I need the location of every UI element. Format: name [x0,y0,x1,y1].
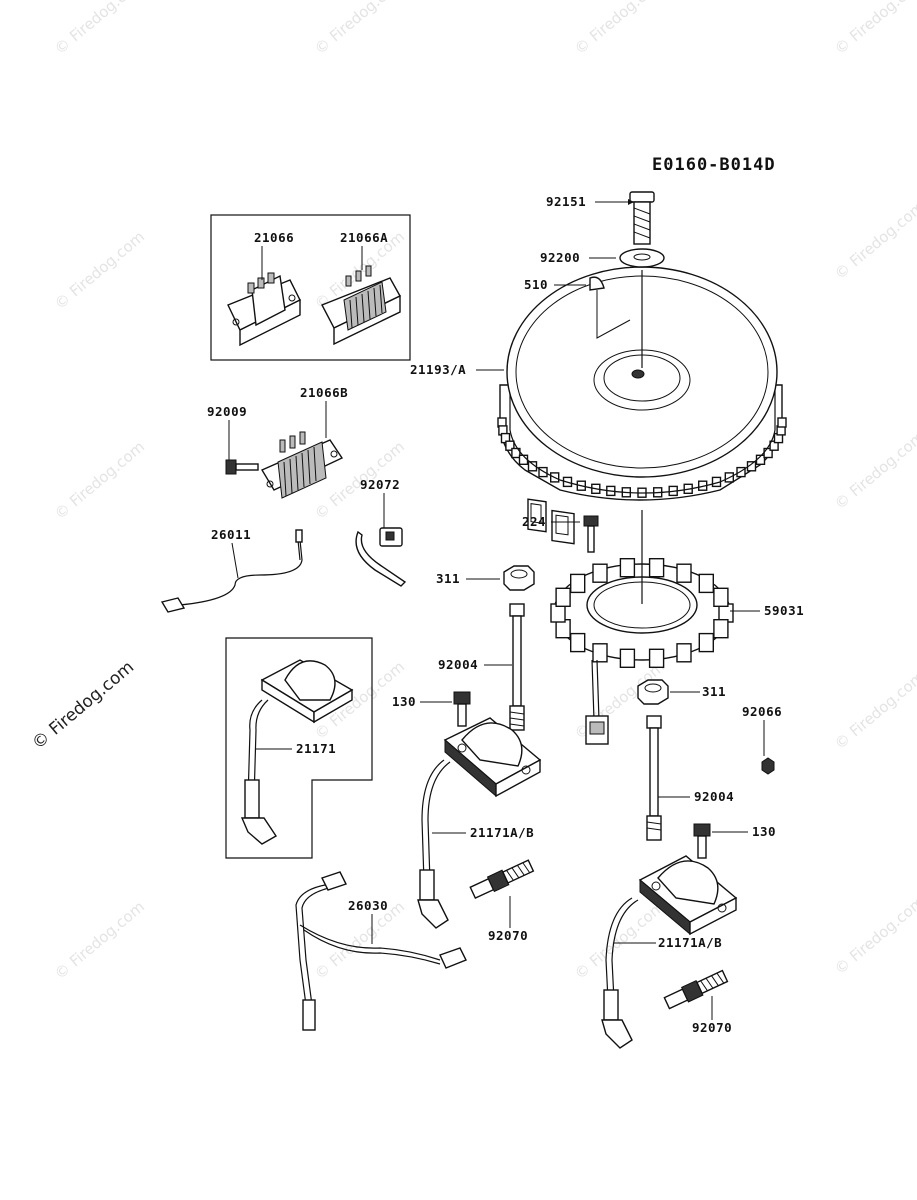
spark-plug-92070-left [469,859,535,900]
label-130-right: 130 [752,824,776,839]
label-92004-right: 92004 [694,789,734,804]
label-92070-right: 92070 [692,1020,732,1035]
stator-pole [619,648,636,668]
wire-clamp-92072 [355,527,407,587]
screw-130-right [693,823,711,859]
watermark-text: © Firedog.com [831,893,917,978]
gear-tooth [505,440,515,451]
label-21066A: 21066A [340,230,388,245]
stator-pole [676,643,692,663]
gear-tooth [538,466,548,478]
nut-311-upper [503,565,535,591]
label-26011: 26011 [211,527,251,542]
gear-tooth [777,417,787,428]
label-26030: 26030 [348,898,388,913]
watermark-text: © Firedog.com [831,428,917,513]
stator-pole [713,587,729,607]
spark-plug-92070-right [663,969,729,1010]
regulator-options-box [210,214,411,361]
watermark-text: © Firedog.com [831,198,917,283]
label-21171AB-left: 21171A/B [470,825,534,840]
nut-92066 [761,757,775,775]
stator-poles [550,558,734,668]
label-92072: 92072 [360,477,400,492]
label-311-upper: 311 [436,571,460,586]
ignition-coil-box [225,637,373,859]
watermark-text: © Firedog.com [831,668,917,753]
label-92151: 92151 [546,194,586,209]
ignition-coil-21171 [240,659,354,845]
stator-pole [698,573,714,594]
stud-92004-left [509,603,525,731]
regulator-21066A [321,265,401,346]
diagram-code: E0160-B014D [652,155,776,175]
part-labels: 92151 92200 510 21193/A 21066 21066A 210… [207,194,804,1035]
watermark-text: © Firedog.com [51,0,148,58]
watermark-main: © Firedog.com [28,657,138,754]
watermark-text: © Firedog.com [571,0,668,58]
label-21066B: 21066B [300,385,348,400]
regulator-21066B [260,431,344,499]
gear-tooth [511,447,521,459]
label-510: 510 [524,277,548,292]
stator-pole [570,573,586,594]
screw-92009 [225,459,259,475]
stator-pole [592,563,608,583]
nut-311-lower [637,679,669,705]
stud-92004-right [646,715,662,841]
label-92009: 92009 [207,404,247,419]
label-21171AB-right: 21171A/B [658,935,722,950]
gear-tooth [736,466,746,478]
label-92004-left: 92004 [438,657,478,672]
label-21193A: 21193/A [410,362,466,377]
stator-pole [713,619,729,639]
stator-pole [619,558,636,578]
stator-pole [676,563,692,583]
watermark-text: © Firedog.com [51,898,148,983]
label-59031: 59031 [764,603,804,618]
screw-130-left [453,691,471,727]
stator [550,510,734,668]
label-311-lower: 311 [702,684,726,699]
screw-224 [583,515,599,553]
stator-pole [648,558,665,578]
flywheel-bolt [629,191,655,245]
watermark-text: © Firedog.com [831,0,917,58]
watermark-text: © Firedog.com [51,228,148,313]
stator-pole [555,587,571,607]
label-21171: 21171 [296,741,336,756]
ignition-coil-21171AB-right [601,855,738,1049]
label-224: 224 [522,514,546,529]
stator-pole [592,643,608,663]
regulator-21066 [227,272,301,347]
washer [619,248,665,268]
watermark-text: © Firedog.com [51,438,148,523]
woodruff-key [589,276,605,291]
ignition-coil-21171AB-left [417,717,542,929]
label-92070-left: 92070 [488,928,528,943]
leader-lines [228,199,765,1020]
label-21066: 21066 [254,230,294,245]
label-130-left: 130 [392,694,416,709]
label-92200: 92200 [540,250,580,265]
stator-connector [585,659,609,745]
wiring-harness-26030 [295,871,467,1031]
label-92066: 92066 [742,704,782,719]
stator-pole [698,632,714,653]
flywheel [497,266,787,545]
stator-pole [570,632,586,653]
watermark-text: © Firedog.com [311,0,408,58]
stator-pole [648,648,665,668]
lead-wire-26011 [160,529,303,613]
